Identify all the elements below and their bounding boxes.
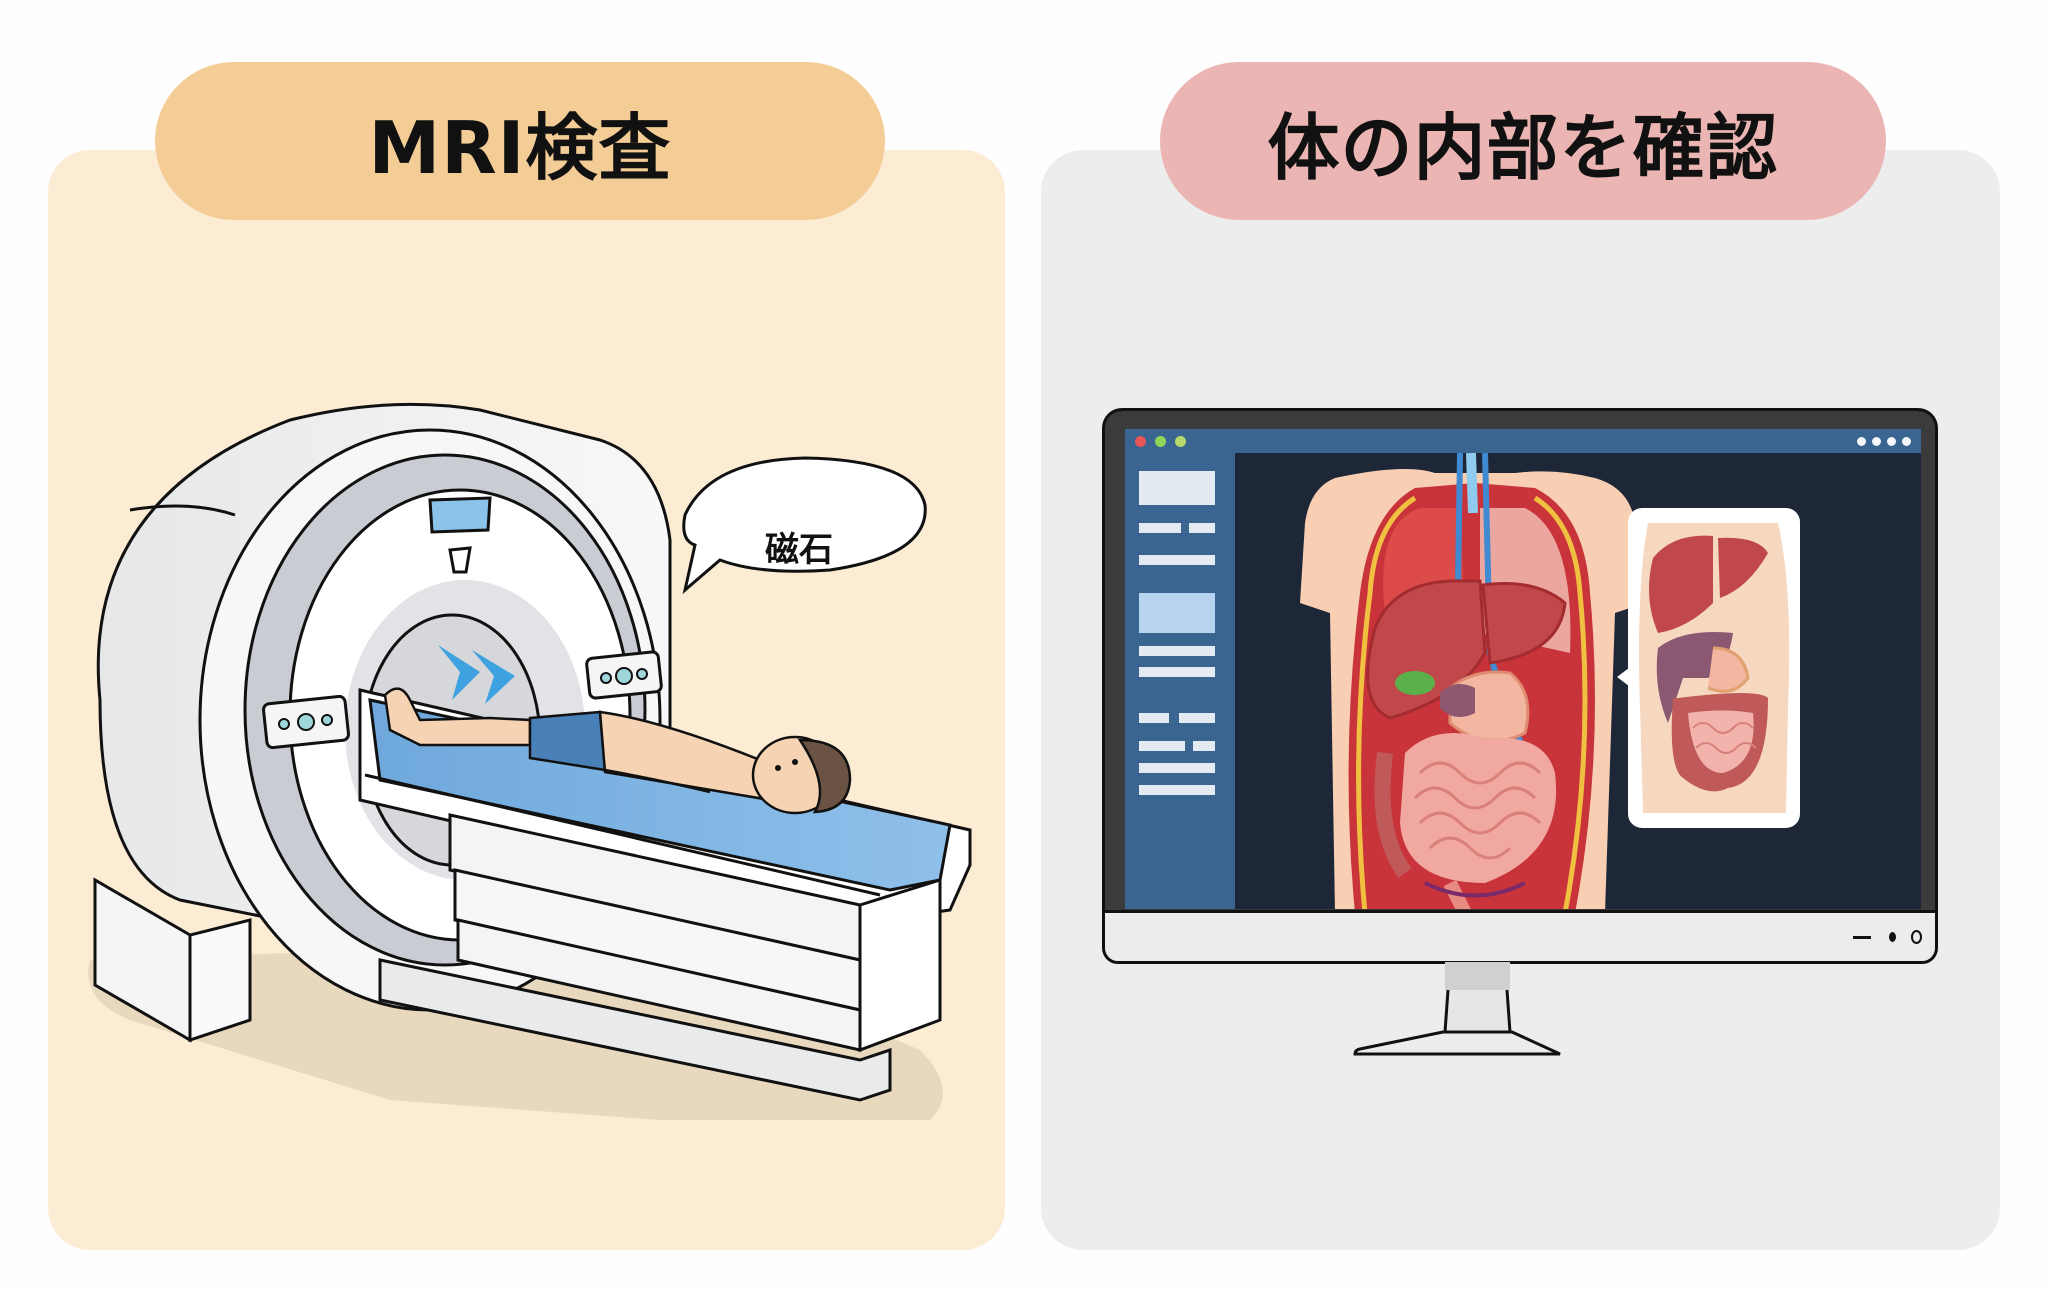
motion-arrow-icon [438, 645, 480, 700]
sidebar-item[interactable] [1139, 763, 1215, 773]
monitor-bezel [1102, 408, 1938, 912]
body-check-title-pill: 体の内部を確認 [1160, 62, 1886, 220]
menu-dot-icon[interactable] [1902, 437, 1911, 446]
mri-title-pill: MRI検査 [155, 62, 885, 220]
right-control-panel [585, 650, 663, 700]
patient-figure [383, 687, 852, 815]
sidebar-item[interactable] [1139, 713, 1169, 723]
sidebar-item[interactable] [1139, 523, 1181, 533]
window-maximize-dot-icon[interactable] [1175, 436, 1186, 447]
monitor-minus-button-icon[interactable] [1853, 936, 1871, 939]
motion-arrow-icon [472, 650, 515, 704]
mri-title: MRI検査 [368, 105, 672, 190]
monitor-power-button-icon[interactable] [1911, 930, 1922, 944]
monitor-screen [1125, 429, 1921, 909]
monitor-chin [1102, 910, 1938, 964]
body-check-title: 体の内部を確認 [1267, 105, 1779, 190]
app-sidebar [1125, 453, 1235, 909]
anatomy-viewer [1235, 452, 1921, 909]
sidebar-item[interactable] [1139, 555, 1215, 565]
sidebar-item[interactable] [1139, 471, 1215, 505]
monitor [1102, 408, 1938, 964]
menu-dot-icon[interactable] [1857, 437, 1866, 446]
sidebar-item[interactable] [1193, 741, 1215, 751]
speech-bubble-text: 磁石 [765, 530, 833, 570]
window-titlebar [1125, 429, 1921, 453]
monitor-stand [1353, 962, 1561, 1056]
monitor-indicator-dot-icon [1889, 932, 1896, 942]
left-control-panel [262, 694, 350, 750]
inset-pointer [1617, 668, 1629, 686]
mri-scanner-illustration [88, 402, 972, 1120]
window-minimize-dot-icon[interactable] [1155, 436, 1166, 447]
anatomy-inset-card[interactable] [1628, 508, 1800, 828]
sidebar-item[interactable] [1139, 741, 1185, 751]
window-close-dot-icon[interactable] [1135, 436, 1146, 447]
menu-dot-icon[interactable] [1887, 437, 1896, 446]
anatomy-inset-view [1639, 523, 1790, 813]
sidebar-item[interactable] [1189, 523, 1215, 533]
sidebar-item[interactable] [1139, 646, 1215, 656]
speech-bubble [682, 456, 927, 595]
menu-dot-icon[interactable] [1872, 437, 1881, 446]
sidebar-item-active[interactable] [1139, 593, 1215, 633]
sidebar-item[interactable] [1179, 713, 1215, 723]
sidebar-item[interactable] [1139, 785, 1215, 795]
sidebar-item[interactable] [1139, 667, 1215, 677]
anatomy-main-view [1300, 452, 1645, 909]
